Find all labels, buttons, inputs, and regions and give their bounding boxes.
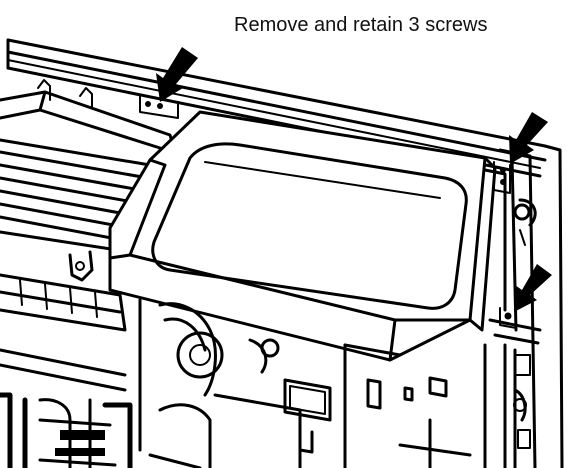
grille-studs	[37, 79, 93, 109]
screw-holes	[139, 95, 517, 329]
blower-housing	[0, 273, 127, 392]
screw-hole-left-2	[157, 103, 163, 109]
screw-hole-left-1	[145, 101, 151, 107]
panel-window	[151, 142, 468, 310]
screw-hole-right-upper-1	[500, 167, 506, 173]
front-panel	[108, 110, 497, 362]
lower-components	[283, 343, 472, 468]
screw-hole-right-upper-2	[500, 179, 506, 185]
screw-arrow-right-lower	[514, 264, 552, 312]
lower-piping	[0, 392, 202, 468]
panel-clip	[68, 250, 94, 282]
screw-arrow-left	[156, 47, 198, 102]
top-frame-rail	[6, 38, 547, 178]
screw-arrow-right-upper	[509, 112, 548, 164]
fan-motor	[138, 298, 302, 468]
screw-hole-right-lower	[504, 312, 512, 320]
instruction-caption: Remove and retain 3 screws	[234, 14, 488, 36]
